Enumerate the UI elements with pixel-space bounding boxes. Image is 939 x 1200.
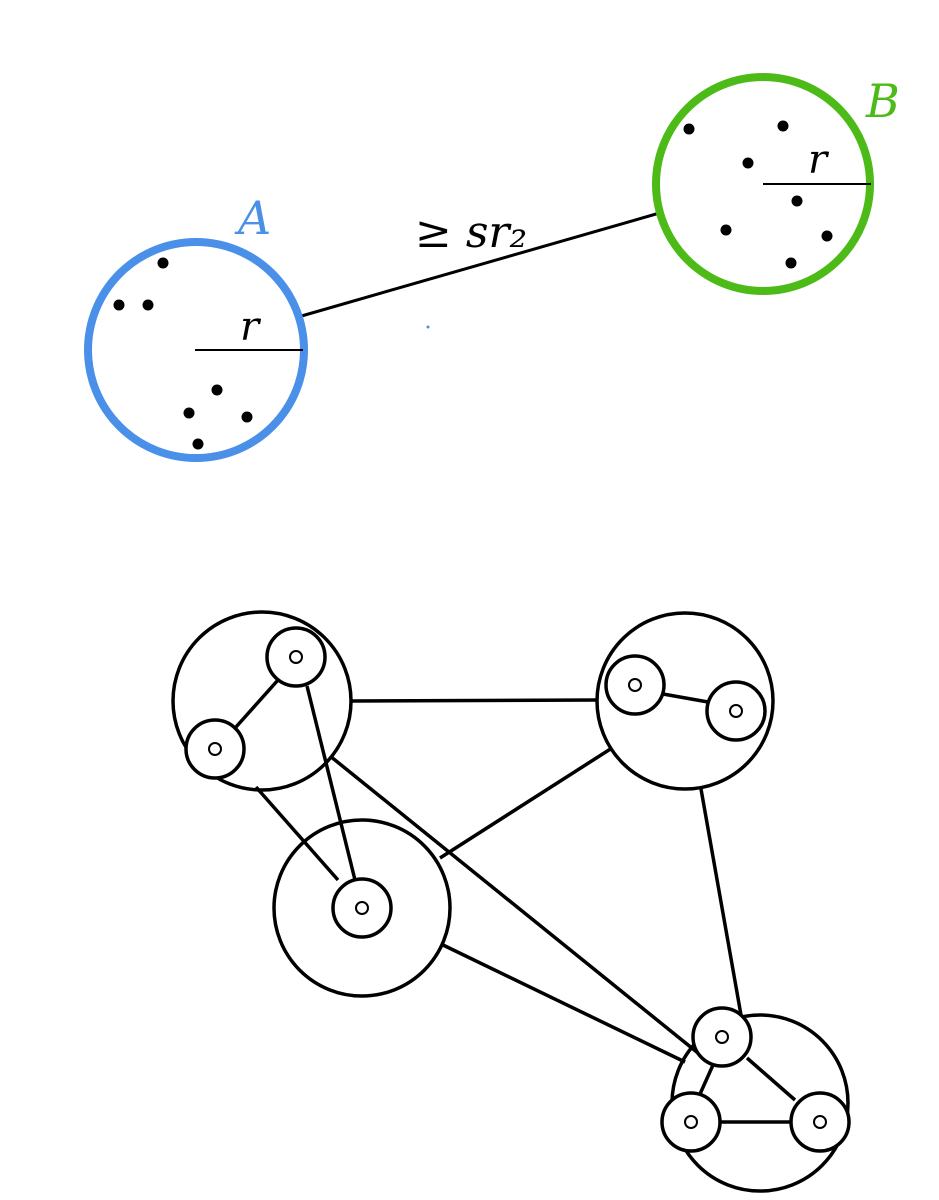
edge xyxy=(351,698,598,703)
node-point xyxy=(684,1115,698,1129)
node-point xyxy=(208,742,222,756)
point xyxy=(742,157,754,169)
point xyxy=(683,123,695,135)
edge xyxy=(442,943,686,1064)
edge xyxy=(305,685,357,881)
edge xyxy=(328,754,700,1055)
point xyxy=(142,299,154,311)
bottom-diagram xyxy=(171,610,851,1193)
node-point xyxy=(628,678,642,692)
point xyxy=(821,230,833,242)
cluster-b-label: B xyxy=(865,74,900,128)
cluster-a-circle xyxy=(84,238,308,462)
node-point xyxy=(813,1115,827,1129)
edge xyxy=(254,785,340,882)
point xyxy=(113,299,125,311)
node-point xyxy=(729,704,743,718)
node-points xyxy=(208,650,827,1129)
cluster-circle-middle xyxy=(272,818,452,998)
node-point xyxy=(355,901,369,915)
cluster-b-radius-label: r xyxy=(808,137,830,183)
cluster-b: r B xyxy=(652,73,900,295)
node-point xyxy=(715,1030,729,1044)
point xyxy=(241,411,253,423)
distance-label: ≥ sr₂ xyxy=(415,207,527,258)
inner-circles xyxy=(184,626,851,1153)
point xyxy=(785,257,797,269)
point xyxy=(211,384,223,396)
graph-edges xyxy=(234,678,797,1124)
point xyxy=(720,224,732,236)
edge xyxy=(662,692,709,704)
point xyxy=(192,438,204,450)
cluster-b-points xyxy=(683,120,833,269)
edge xyxy=(234,678,280,729)
cluster-a-radius-label: r xyxy=(240,304,262,350)
point xyxy=(157,257,169,269)
cluster-a: r A xyxy=(84,191,308,462)
cluster-a-points xyxy=(113,257,253,450)
stray-dot xyxy=(426,325,430,329)
top-diagram: ≥ sr₂ r A r B xyxy=(84,73,900,462)
cluster-circle-top-right xyxy=(595,611,775,791)
cluster-circle-top-left xyxy=(171,610,353,792)
edge xyxy=(699,788,743,1016)
node-point xyxy=(289,650,303,664)
point xyxy=(791,195,803,207)
cluster-a-label: A xyxy=(234,191,271,245)
edge xyxy=(698,1064,715,1095)
distance-edge xyxy=(297,210,664,319)
edge xyxy=(745,1056,797,1102)
point xyxy=(183,407,195,419)
edge xyxy=(439,746,613,860)
point xyxy=(777,120,789,132)
